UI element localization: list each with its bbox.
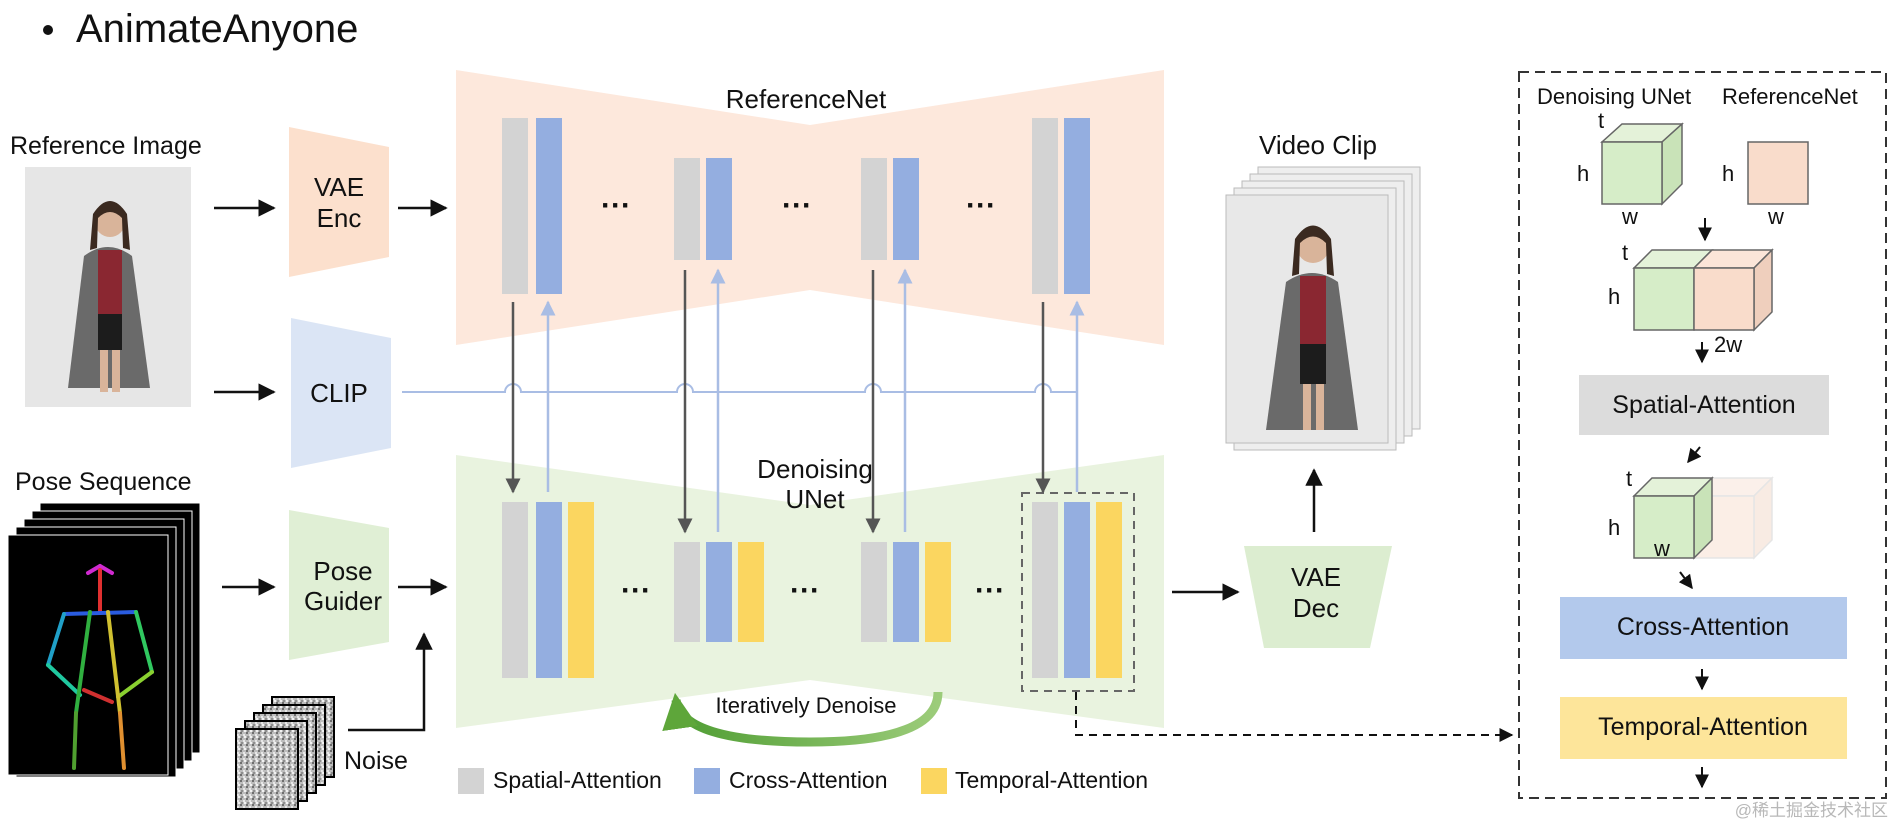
cube1-h: h <box>1577 161 1589 186</box>
vae-decoder <box>1244 546 1392 648</box>
highlighted-block <box>1021 492 1135 692</box>
legend-spatial: Spatial-Attention <box>493 767 662 793</box>
pose-guider <box>289 510 389 660</box>
ref-spatial-2 <box>674 158 700 260</box>
denoising-unet-block <box>456 455 1164 728</box>
concat-feature-cube <box>1632 248 1774 332</box>
legend-temporal: Temporal-Attention <box>955 767 1148 793</box>
referencenet-layers <box>502 118 1090 294</box>
unet-temporal-4 <box>1096 502 1122 678</box>
detail-temporal-label: Temporal-Attention <box>1598 713 1808 741</box>
unet-spatial-1 <box>502 502 528 678</box>
detail-arrow-4 <box>1678 571 1693 590</box>
referencenet-label: ReferenceNet <box>726 84 887 114</box>
reference-feature-square <box>1747 141 1809 205</box>
legend-cross: Cross-Attention <box>729 767 888 793</box>
ref-ellipsis-2: ··· <box>782 189 812 222</box>
ref-cross-3 <box>893 158 919 260</box>
iterative-denoise-label: Iteratively Denoise <box>716 693 897 718</box>
ref-spatial-4 <box>1032 118 1058 294</box>
unet-cross-2 <box>706 542 732 642</box>
unet-label-2: UNet <box>785 484 845 514</box>
unet-spatial-2 <box>674 542 700 642</box>
ref-spatial-3 <box>861 158 887 260</box>
pose-guider-label-1: Pose <box>313 556 372 586</box>
noise-stack <box>235 696 335 810</box>
legend-swatch-cross <box>694 768 720 794</box>
clip-encoder <box>291 318 391 468</box>
noise-label: Noise <box>344 747 408 775</box>
square-h: h <box>1722 161 1734 186</box>
arrow-zoom-detail <box>1075 692 1514 742</box>
vae-encoder <box>289 127 389 277</box>
unet-cross-3 <box>893 542 919 642</box>
pose-sequence-stack <box>7 502 201 778</box>
page-title: AnimateAnyone <box>76 7 358 51</box>
square-w: w <box>1767 204 1784 229</box>
unet-spatial-3 <box>861 542 887 642</box>
detail-temporal-attention <box>1560 697 1847 759</box>
output-feature-cube <box>1632 476 1774 560</box>
unet-label-1: Denoising <box>757 454 873 484</box>
unet-layers <box>502 502 1122 678</box>
unet-spatial-4 <box>1032 502 1058 678</box>
unet-cross-1 <box>536 502 562 678</box>
watermark: @稀土掘金技术社区 <box>1735 801 1888 820</box>
arrow-noise-to-unet <box>348 632 433 732</box>
title-bullet <box>43 25 53 35</box>
unet-ellipsis-2: ··· <box>790 574 820 607</box>
ref-cross-4 <box>1064 118 1090 294</box>
unet-cross-4 <box>1064 502 1090 678</box>
cube2-h: h <box>1608 284 1620 309</box>
cube2-t: t <box>1622 240 1628 265</box>
cube3-h: h <box>1608 515 1620 540</box>
vae-enc-label-1: VAE <box>314 172 364 202</box>
detail-panel <box>1518 71 1887 799</box>
unet-ellipsis-3: ··· <box>975 574 1005 607</box>
detail-cross-label: Cross-Attention <box>1617 613 1789 641</box>
detail-arrow-3 <box>1687 446 1702 464</box>
cube2-2w: 2w <box>1714 332 1742 357</box>
ref-ellipsis-1: ··· <box>601 189 631 222</box>
legend-swatch-temporal <box>921 768 947 794</box>
pose-sequence-label: Pose Sequence <box>15 468 192 496</box>
vae-dec-label-1: VAE <box>1291 562 1341 592</box>
detail-denoising-unet-label: Denoising UNet <box>1537 84 1691 109</box>
detail-referencenet-label: ReferenceNet <box>1722 84 1858 109</box>
ref-ellipsis-3: ··· <box>966 189 996 222</box>
cube1-w: w <box>1621 204 1638 229</box>
unet-temporal-2 <box>738 542 764 642</box>
ref-cross-1 <box>536 118 562 294</box>
video-clip-stack <box>1225 166 1421 451</box>
ref-spatial-1 <box>502 118 528 294</box>
clip-feed-line <box>402 383 1077 393</box>
reference-image <box>25 167 191 407</box>
referencenet-block <box>456 70 1164 345</box>
video-clip-label: Video Clip <box>1259 130 1377 160</box>
unet-temporal-1 <box>568 502 594 678</box>
ref-cross-2 <box>706 158 732 260</box>
clip-label: CLIP <box>310 378 368 408</box>
detail-spatial-attention <box>1579 375 1829 435</box>
unet-ellipsis-1: ··· <box>621 574 651 607</box>
unet-feature-cube <box>1600 122 1684 206</box>
detail-spatial-label: Spatial-Attention <box>1612 391 1795 419</box>
vae-enc-label-2: Enc <box>317 203 362 233</box>
cube3-w: w <box>1653 536 1670 561</box>
reference-image-label: Reference Image <box>10 132 202 160</box>
legend-swatch-spatial <box>458 768 484 794</box>
iterative-denoise-arrow <box>662 691 943 747</box>
vae-dec-label-2: Dec <box>1293 593 1339 623</box>
detail-cross-attention <box>1560 597 1847 659</box>
cube1-t: t <box>1598 108 1604 133</box>
pose-guider-label-2: Guider <box>304 586 382 616</box>
unet-temporal-3 <box>925 542 951 642</box>
cube3-t: t <box>1626 466 1632 491</box>
